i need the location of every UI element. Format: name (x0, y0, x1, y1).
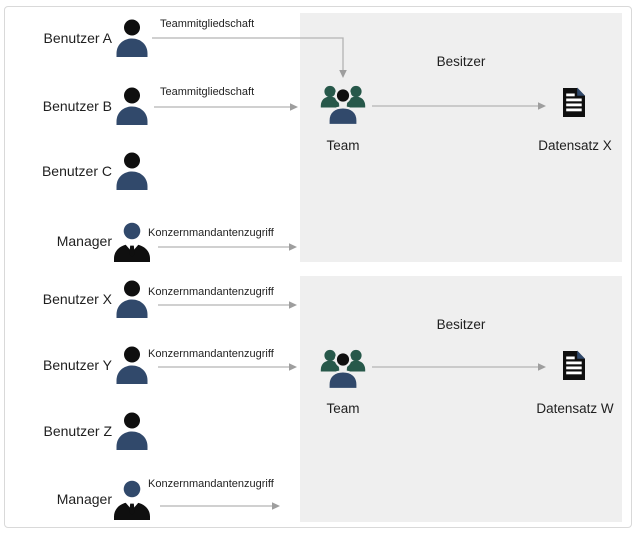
relation-label: Konzernmandantenzugriff (148, 286, 274, 298)
document-icon (562, 87, 586, 118)
document-icon (562, 350, 586, 381)
relation-label: Konzernmandantenzugriff (148, 478, 274, 490)
manager-icon (111, 480, 153, 525)
person-icon (114, 19, 150, 62)
owner-label: Besitzer (436, 317, 486, 332)
team-icon (320, 347, 366, 391)
user-label: Manager (56, 233, 112, 249)
person-icon (114, 152, 150, 195)
user-label: Benutzer X (42, 291, 112, 307)
record-label: Datensatz X (538, 138, 612, 153)
owner-label: Besitzer (436, 54, 486, 69)
person-icon (114, 87, 150, 130)
relation-label: Konzernmandantenzugriff (148, 348, 274, 360)
user-label: Benutzer C (41, 163, 112, 179)
relation-label: Teammitgliedschaft (160, 86, 255, 98)
manager-icon (111, 222, 153, 267)
team-label: Team (326, 138, 360, 153)
owner-box-2: Besitzer Team (300, 276, 622, 522)
team-icon (320, 83, 366, 127)
person-icon (114, 412, 150, 455)
user-label: Benutzer B (42, 98, 112, 114)
relation-label: Konzernmandantenzugriff (148, 227, 274, 239)
person-icon (114, 280, 150, 323)
record-label: Datensatz W (536, 401, 614, 416)
owner-box-1: Besitzer Team (300, 13, 622, 262)
user-label: Manager (56, 491, 112, 507)
figure-border (4, 6, 632, 528)
person-icon (114, 346, 150, 389)
relation-label: Teammitgliedschaft (160, 18, 255, 30)
team-label: Team (326, 401, 360, 416)
user-label: Benutzer A (43, 30, 113, 46)
user-label: Benutzer Y (42, 357, 112, 373)
user-label: Benutzer Z (43, 423, 112, 439)
